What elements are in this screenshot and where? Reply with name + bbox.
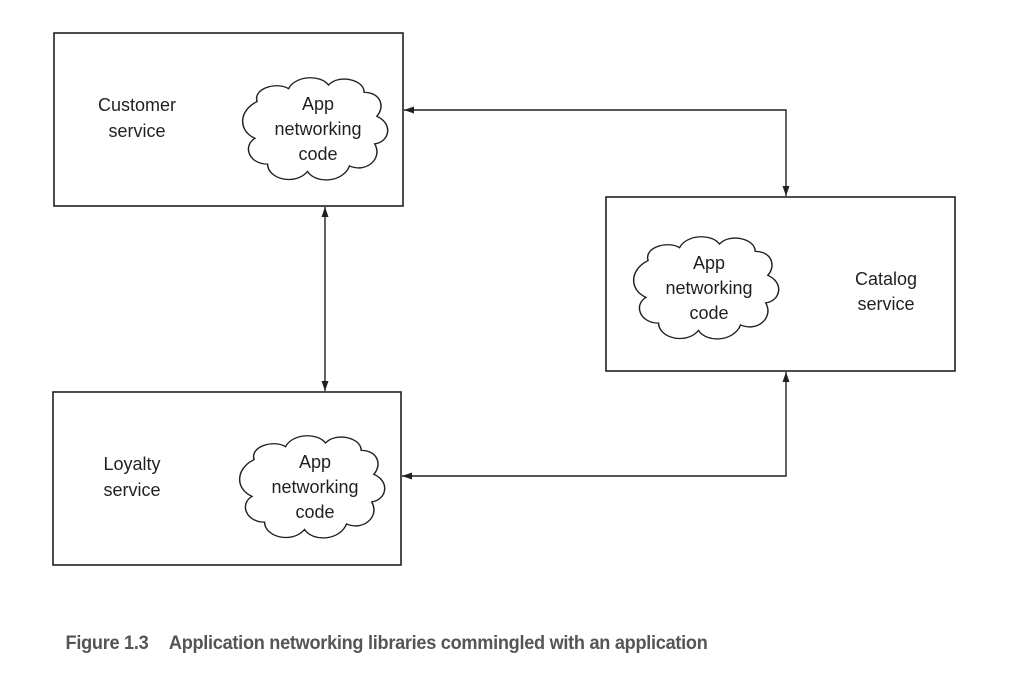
cloud-icon [632, 236, 780, 340]
cloud-label-line1: App [302, 94, 334, 114]
figure-caption-text: Application networking libraries comming… [168, 632, 708, 654]
catalog-service-box: Catalog service App networking code [605, 196, 956, 372]
cloud-icon [238, 435, 386, 539]
cloud-label-line1: App [299, 452, 331, 472]
catalog-service-label-line1: Catalog [855, 269, 917, 289]
cloud-label-line3: code [298, 144, 337, 164]
cloud-label-line2: networking [665, 278, 752, 298]
figure-caption: Figure 1.3 Application networking librari… [56, 609, 708, 655]
customer-service-label-line1: Customer [98, 95, 176, 115]
connector-loyalty-catalog [402, 372, 790, 480]
cloud-icon [241, 77, 389, 181]
connector-customer-catalog [404, 106, 790, 196]
cloud-label-line2: networking [271, 477, 358, 497]
cloud-label-line1: App [693, 253, 725, 273]
loyalty-service-label-line1: Loyalty [103, 454, 160, 474]
cloud-label-line2: networking [274, 119, 361, 139]
figure-number: Figure 1.3 [65, 632, 149, 654]
loyalty-service-label-line2: service [103, 480, 160, 500]
customer-cloud: App networking code [241, 77, 389, 181]
customer-service-label-line2: service [108, 121, 165, 141]
cloud-label-line3: code [295, 502, 334, 522]
catalog-service-label-line2: service [857, 294, 914, 314]
customer-service-box: Customer service App networking code [53, 32, 404, 207]
loyalty-service-box: Loyalty service App networking code [52, 391, 402, 566]
catalog-cloud: App networking code [632, 236, 780, 340]
loyalty-cloud: App networking code [238, 435, 386, 539]
cloud-label-line3: code [689, 303, 728, 323]
